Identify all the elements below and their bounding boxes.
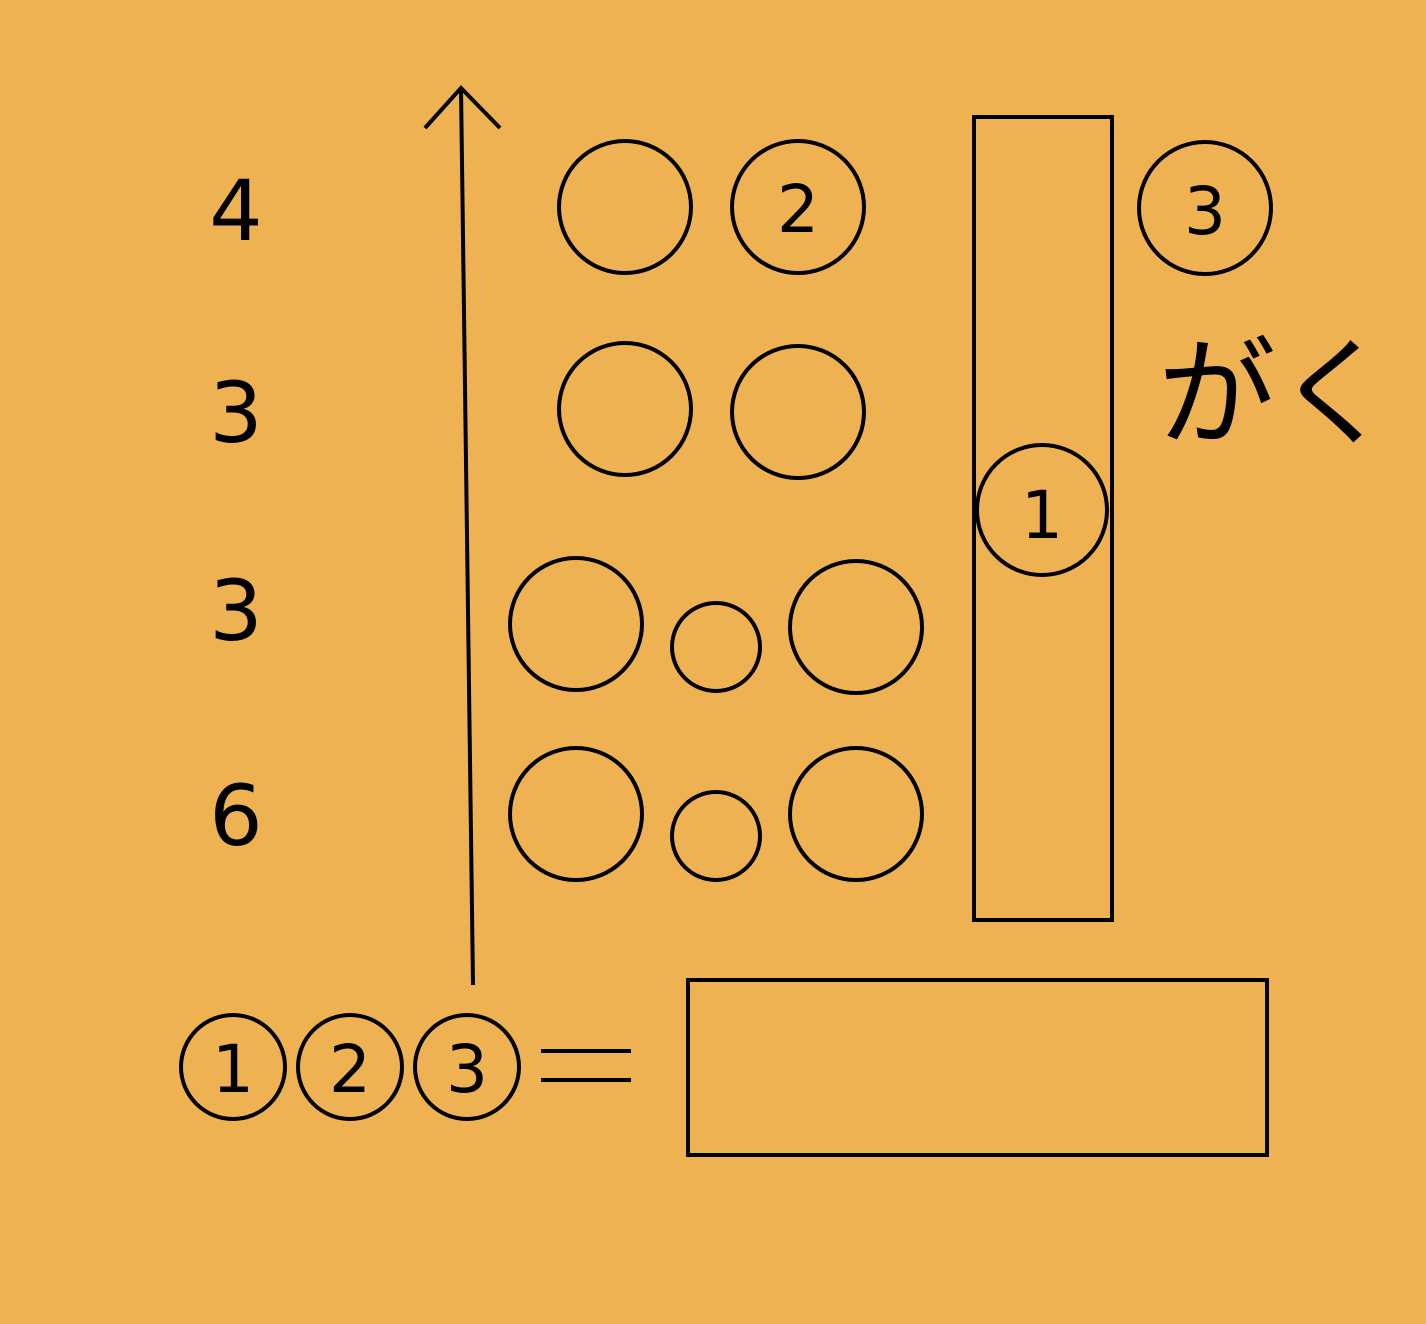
equation-mark-two [296,1013,404,1121]
circle-mark-three-label: 3 [1184,173,1226,250]
circle-placeholder [788,746,924,882]
equation-mark-three-label: 3 [446,1031,488,1108]
equals-sign [541,1049,631,1082]
equation-mark-one-label: 1 [212,1031,254,1108]
row-number-4: 6 [209,767,262,865]
circle-placeholder [508,746,644,882]
circle-row-2 [557,341,866,480]
arrow-head [423,85,502,130]
circle-placeholder [730,344,866,480]
vertical-box [972,115,1114,922]
small-circle-placeholder [670,790,762,882]
circle-row-3 [508,556,924,695]
answer-box [686,978,1269,1157]
circle-row-1: 2 [557,139,866,275]
circle-placeholder [557,341,693,477]
row-number-1: 4 [209,162,262,260]
arrow-shaft [459,87,475,986]
circle-placeholder [788,559,924,695]
kana-label: がく [1158,325,1394,463]
circle-placeholder [557,139,693,275]
circle-mark-two [730,139,866,275]
circle-mark-one [975,443,1109,577]
circle-mark-two-label: 2 [777,171,819,248]
circle-placeholder [508,556,644,692]
circle-mark-three [1137,140,1273,276]
equation: 1 2 3 [179,978,1269,1157]
circle-mark-one-label: 1 [1021,477,1063,554]
equation-mark-two-label: 2 [329,1031,371,1108]
circle-row-4 [508,746,924,882]
equation-mark-one [179,1013,287,1121]
row-number-2: 3 [209,364,262,462]
row-number-3: 3 [209,562,262,660]
up-arrow [423,85,502,986]
small-circle-placeholder [670,601,762,693]
equation-mark-three [413,1013,521,1121]
